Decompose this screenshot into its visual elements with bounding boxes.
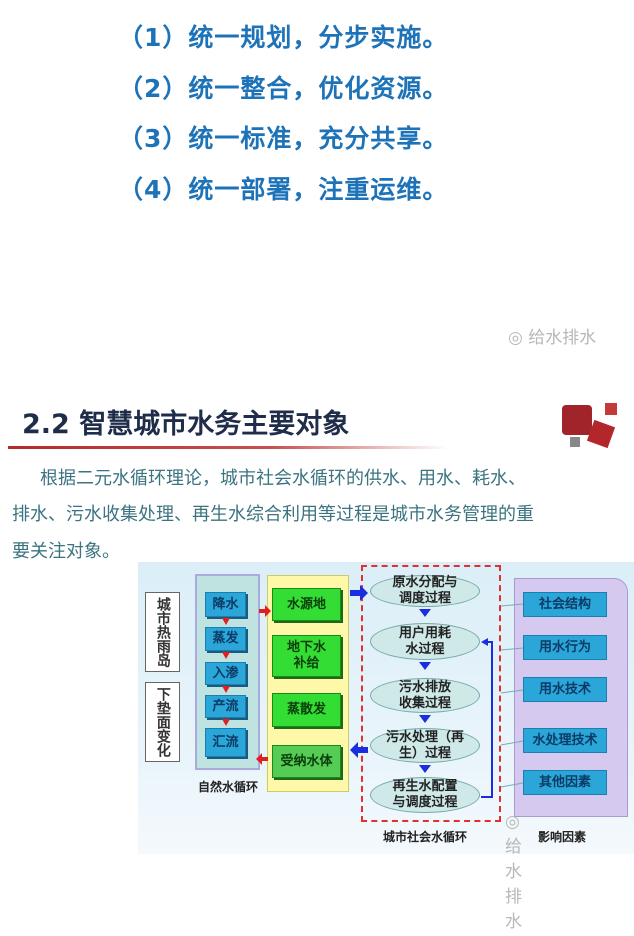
cubes-decoration — [560, 395, 630, 450]
social-process: 用户用耗水过程 — [370, 623, 480, 660]
natural-step: 产流 — [205, 695, 246, 718]
principle-4: （4）统一部署，注重运维。 — [118, 175, 449, 204]
social-cycle-label: 城市社会水循环 — [383, 830, 468, 844]
principle-3: （3）统一标准，充分共享。 — [118, 124, 449, 153]
title-divider — [8, 446, 448, 449]
factor: 社会结构 — [523, 592, 607, 617]
factor: 其他因素 — [523, 770, 607, 795]
factor: 用水技术 — [523, 677, 607, 702]
social-process: 污水处理（再生）过程 — [370, 728, 480, 763]
paragraph-line-3: 要关注对象。 — [12, 541, 120, 562]
social-cycle-group — [361, 565, 501, 822]
natural-step: 降水 — [205, 592, 246, 617]
factor-connectors — [500, 603, 524, 788]
paragraph-line-1: 根据二元水循环理论，城市社会水循环的供水、用水、耗水、 — [40, 468, 526, 489]
watermark: ◎ 给水排水 — [508, 328, 597, 348]
section-title: 2.2 智慧城市水务主要对象 — [22, 409, 350, 440]
natural-step: 汇流 — [205, 728, 246, 757]
principle-2: （2）统一整合，优化资源。 — [118, 74, 449, 103]
water-body: 地下水补给 — [272, 635, 341, 677]
diagram-watermark: ◎ 给水排水 — [505, 812, 522, 932]
wechat-icon: ◎ — [508, 328, 529, 348]
natural-cycle-label: 自然水循环 — [198, 780, 259, 794]
social-process: 污水排放收集过程 — [370, 678, 480, 713]
blue-arrows — [350, 585, 493, 798]
callout-heat-island: 城市热雨岛 — [145, 592, 180, 672]
natural-step: 蒸发 — [205, 627, 246, 651]
wechat-icon: ◎ — [505, 812, 520, 832]
water-body: 水源地 — [272, 588, 341, 621]
paragraph-line-2: 排水、污水收集处理、再生水综合利用等过程是城市水务管理的重 — [12, 504, 534, 525]
social-process: 原水分配与调度过程 — [370, 575, 480, 607]
water-body: 受纳水体 — [272, 745, 341, 778]
red-arrows — [222, 605, 271, 765]
callout-surface-change: 下垫面变化 — [145, 682, 180, 762]
factor: 用水行为 — [523, 635, 607, 660]
social-process: 再生水配置与调度过程 — [370, 777, 480, 813]
factor: 水处理技术 — [523, 728, 607, 753]
water-body: 蒸散发 — [272, 693, 341, 727]
natural-step: 入渗 — [205, 662, 246, 685]
factors-label: 影响因素 — [538, 830, 587, 844]
principle-1: （1）统一规划，分步实施。 — [118, 23, 449, 52]
